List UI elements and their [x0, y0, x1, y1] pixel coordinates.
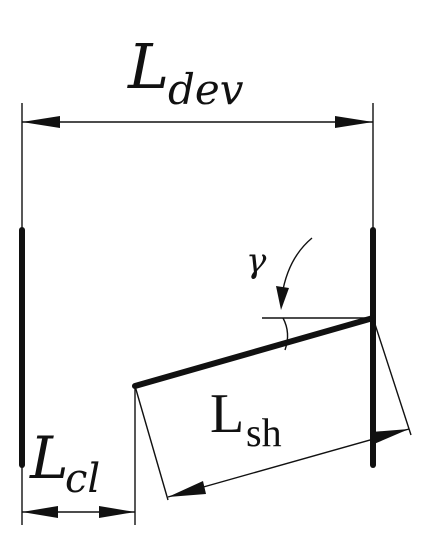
- l-sh-label-sub: sh: [246, 410, 282, 455]
- l-sh-dimension-line: [167, 428, 410, 498]
- l-cl-label-main: L: [29, 424, 69, 492]
- l-cl-right-arrowhead: [99, 506, 135, 518]
- gamma-pointer-arrowhead: [276, 286, 289, 310]
- l-dev-left-arrowhead: [22, 116, 60, 128]
- gamma-pointer-line: [281, 237, 313, 296]
- l-dev-label-main: L: [127, 30, 169, 103]
- l-sh-left-arrowhead: [168, 481, 206, 497]
- l-sh-left-extension: [134, 385, 169, 501]
- gamma-symbol: γ: [246, 241, 267, 281]
- inclined-plate: [132, 315, 376, 389]
- l-sh-label-main: L: [210, 383, 244, 445]
- l-sh-right-arrowhead: [371, 429, 409, 444]
- l-dev-label-sub: dev: [168, 65, 244, 114]
- l-dev-right-arrowhead: [335, 116, 373, 128]
- l-cl-label-sub: cl: [65, 456, 100, 502]
- l-cl-left-arrowhead: [22, 506, 58, 518]
- gamma-angle-arc: [282, 317, 289, 351]
- l-sh-right-extension: [372, 317, 412, 436]
